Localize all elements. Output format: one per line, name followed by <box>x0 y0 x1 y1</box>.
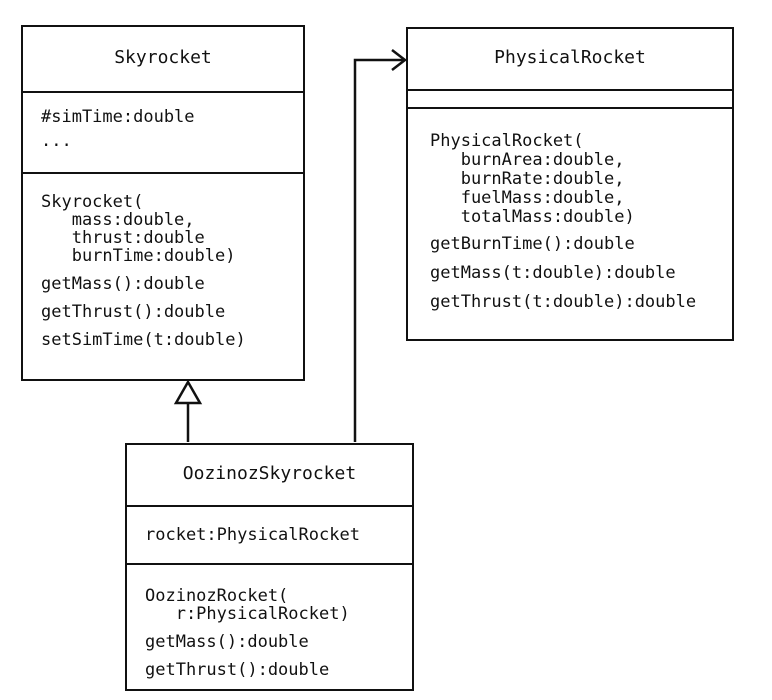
constructor-line: Skyrocket( <box>41 192 144 212</box>
constructor-line: totalMass:double) <box>430 207 635 227</box>
class-physical-rocket[interactable]: PhysicalRocket PhysicalRocket( burnArea:… <box>406 27 734 341</box>
method: setSimTime(t:double) <box>41 330 246 350</box>
attribute: rocket:PhysicalRocket <box>145 525 360 545</box>
constructor-line: burnTime:double) <box>41 246 236 266</box>
method: getMass():double <box>41 274 205 294</box>
method: getBurnTime():double <box>430 234 635 254</box>
constructor-line: OozinozRocket( <box>145 586 289 606</box>
constructor-line: r:PhysicalRocket) <box>145 604 350 624</box>
constructor-line: thrust:double <box>41 228 205 248</box>
constructor-line: PhysicalRocket( <box>430 131 584 151</box>
operations-section: PhysicalRocket( burnArea:double, burnRat… <box>408 107 732 339</box>
constructor-line: fuelMass:double, <box>430 188 625 208</box>
class-oozinoz-skyrocket[interactable]: OozinozSkyrocket rocket:PhysicalRocket O… <box>125 443 414 691</box>
association-arrow <box>353 49 408 442</box>
class-name-section: Skyrocket <box>23 27 303 91</box>
attributes-section: rocket:PhysicalRocket <box>127 505 412 563</box>
attribute: #simTime:double <box>41 107 195 127</box>
class-name-section: OozinozSkyrocket <box>127 445 412 505</box>
class-name: Skyrocket <box>114 47 212 68</box>
attributes-section: #simTime:double ... <box>23 91 303 172</box>
inheritance-arrow <box>173 379 203 442</box>
constructor-line: mass:double, <box>41 210 195 230</box>
attribute: ... <box>41 131 72 151</box>
operations-section: Skyrocket( mass:double, thrust:double bu… <box>23 172 303 379</box>
method: getMass():double <box>145 632 309 652</box>
method: getThrust(t:double):double <box>430 292 697 312</box>
class-name-section: PhysicalRocket <box>408 29 732 89</box>
constructor-line: burnRate:double, <box>430 169 625 189</box>
class-name: OozinozSkyrocket <box>182 463 357 484</box>
method: getThrust():double <box>41 302 226 322</box>
method: getThrust():double <box>145 660 330 680</box>
method: getMass(t:double):double <box>430 263 676 283</box>
constructor-line: burnArea:double, <box>430 150 625 170</box>
class-name: PhysicalRocket <box>494 47 646 68</box>
operations-section: OozinozRocket( r:PhysicalRocket) getMass… <box>127 563 412 689</box>
class-skyrocket[interactable]: Skyrocket #simTime:double ... Skyrocket(… <box>21 25 305 381</box>
attributes-section <box>408 89 732 107</box>
